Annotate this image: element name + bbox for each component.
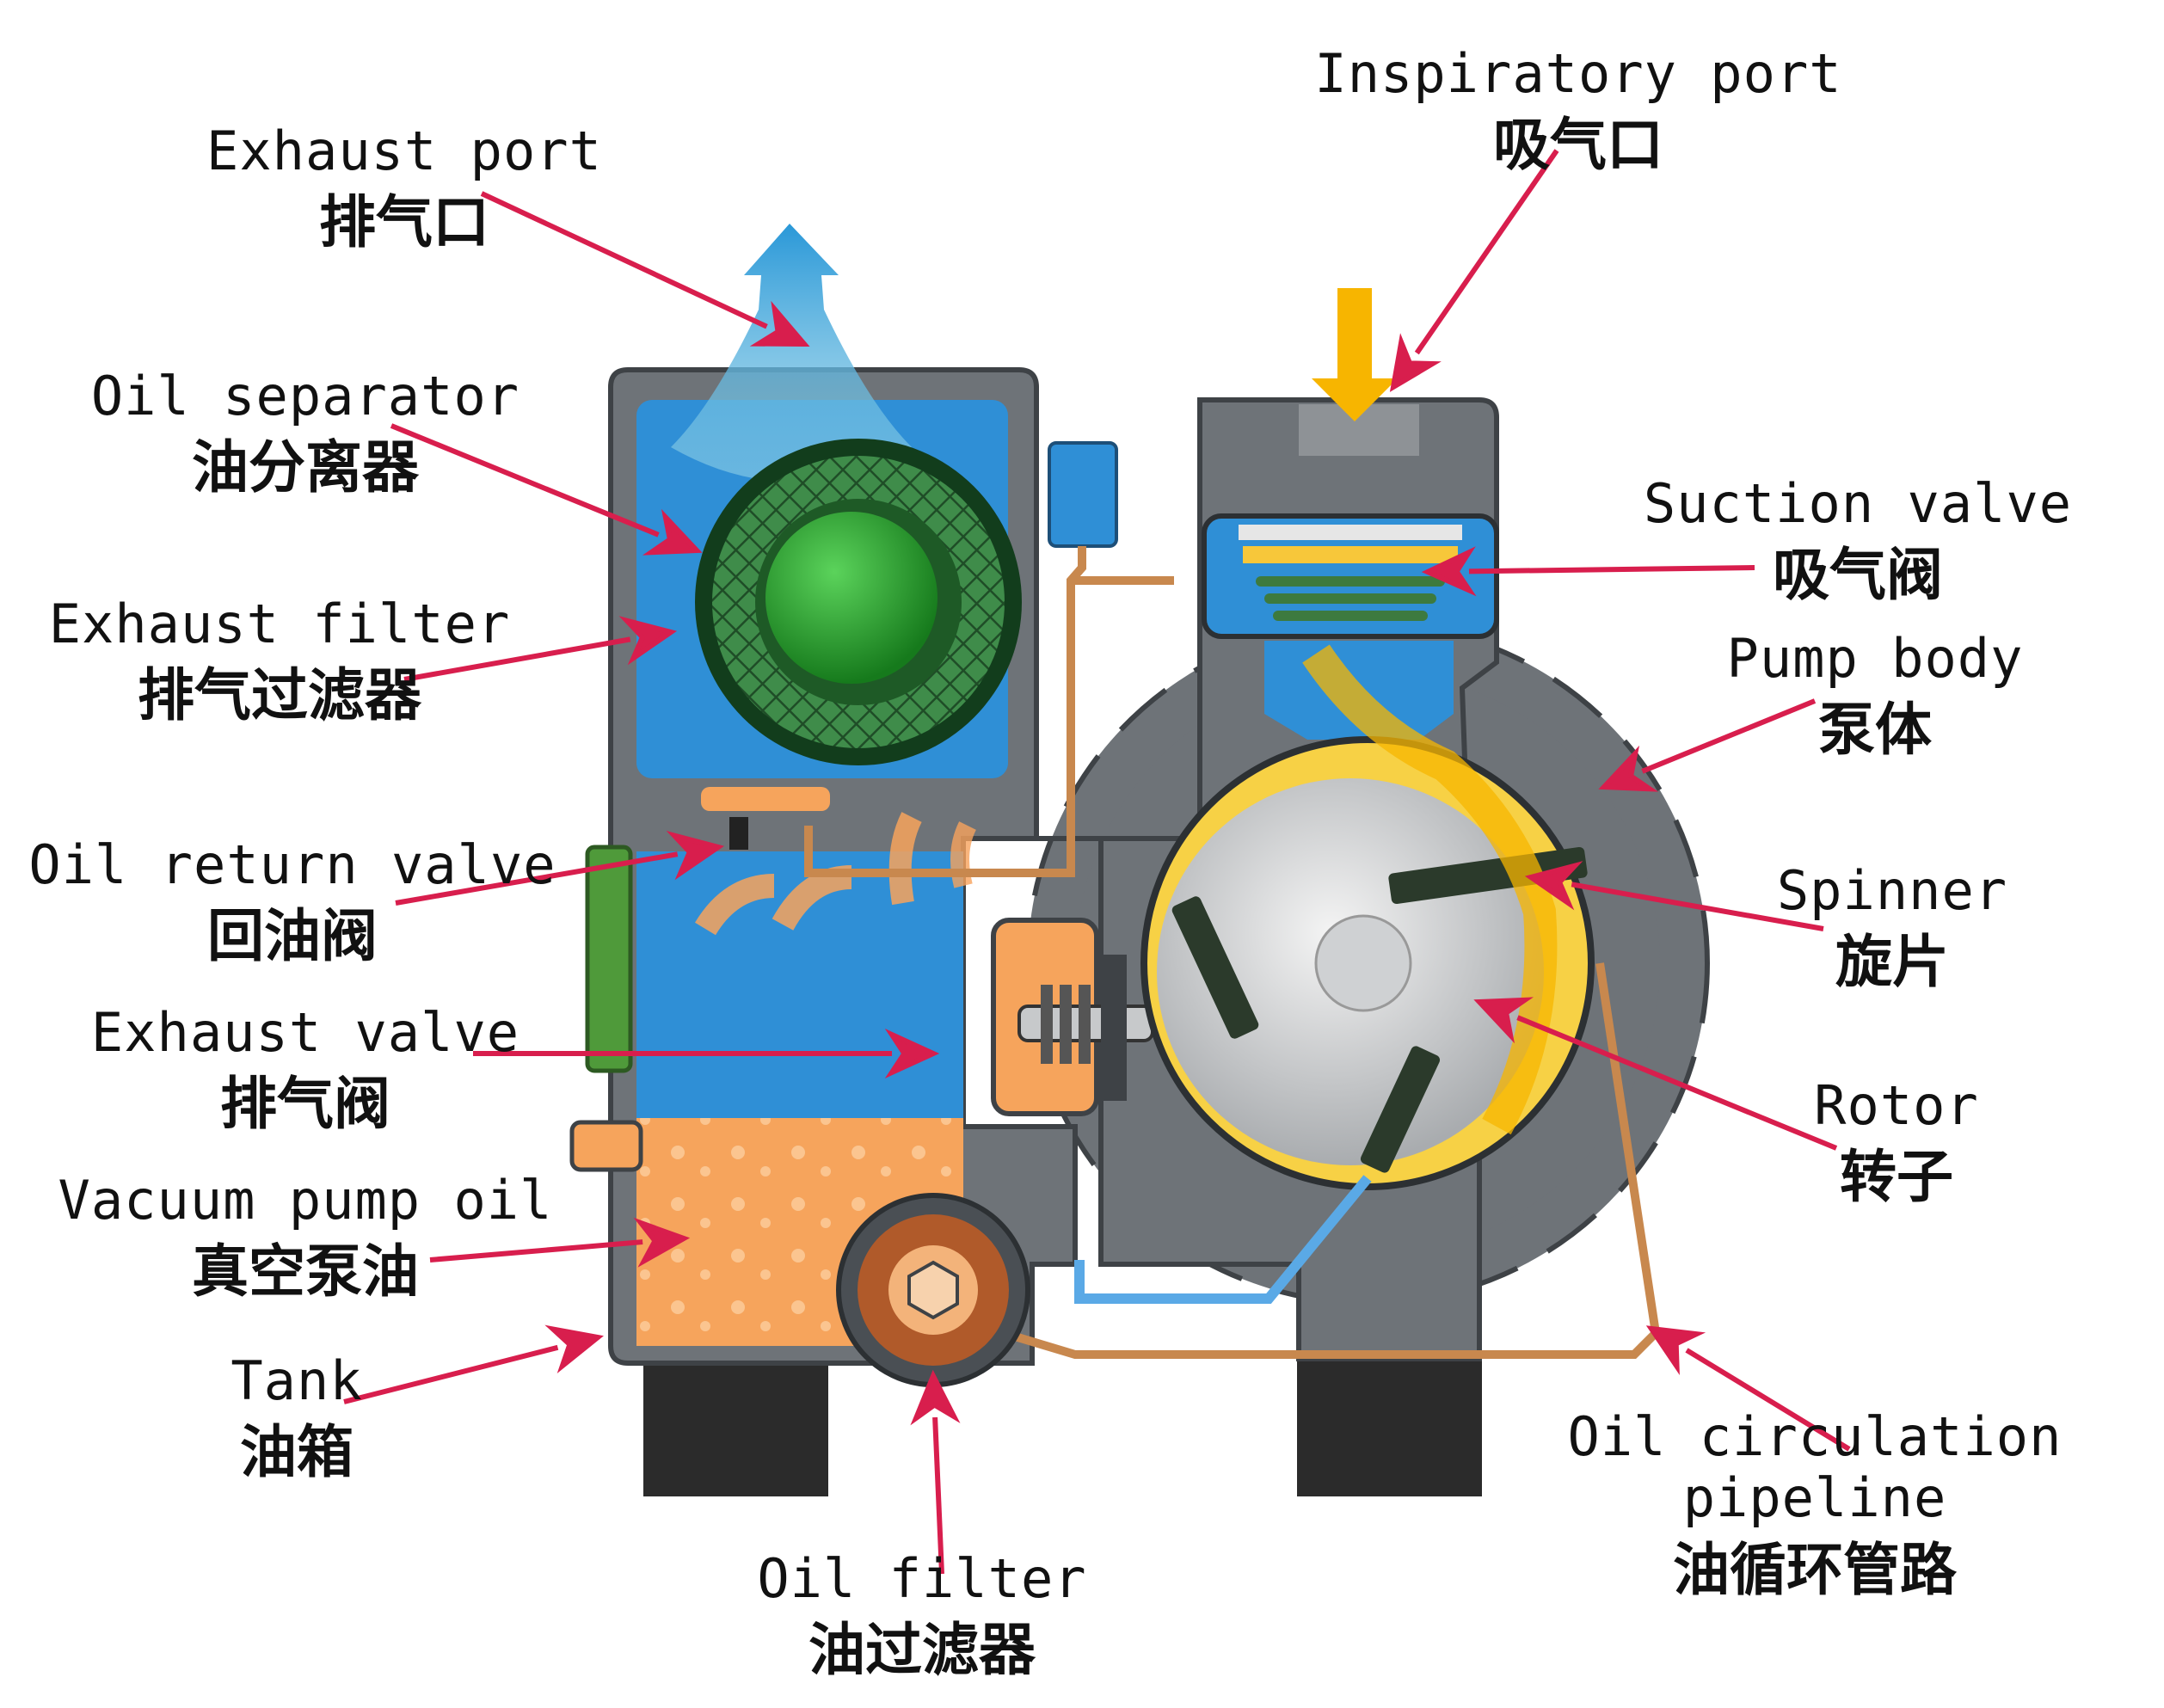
callout-arrowhead-exhaust-port [749,300,810,347]
label-pump-body-en: Pump body [1726,627,2024,690]
oil-level-tab [569,1120,643,1172]
oil-separator-core [765,512,938,684]
callout-arrowhead-spinner [1524,861,1583,911]
callout-arrowhead-oil-filter [910,1369,961,1426]
right-foot [1297,1359,1482,1496]
oil-reservoir [1048,441,1118,548]
label-oil-filter-en: Oil filter [757,1547,1087,1610]
label-oil-separator: Oil separator 油分离器 [0,366,649,501]
callout-line-oil-circulation-pipeline [1685,1348,1851,1452]
label-rotor-en: Rotor [1814,1074,1979,1137]
callout-arrowhead-oil-separator [642,508,703,556]
label-exhaust-filter-en: Exhaust filter [48,593,511,655]
label-oil-filter: Oil filter 油过滤器 [578,1548,1266,1683]
callout-arrowhead-suction-valve [1421,546,1477,597]
label-oil-return-valve-en: Oil return valve [28,833,556,896]
label-spinner: Spinner 旋片 [1548,860,2164,995]
callout-line-rotor [1516,1015,1838,1151]
inlet-air-arrow [1312,288,1398,421]
label-spinner-en: Spinner [1776,859,2008,922]
vane-bottom [1360,1046,1441,1173]
callout-line-oil-separator [390,423,660,538]
label-exhaust-filter: Exhaust filter 排气过滤器 [0,593,624,728]
vane-left [1171,896,1259,1039]
callout-arrowhead-inspiratory-port [1389,333,1442,392]
label-oil-circulation-pipeline: Oil circulation pipeline 油循环管路 [1471,1406,2159,1602]
callout-line-vacuum-pump-oil [429,1239,643,1263]
label-exhaust-valve-zh: 排气阀 [220,1071,390,1138]
left-foot [643,1359,828,1496]
oil-circulation-pipe [944,962,1661,1359]
label-oil-circulation-pipeline-en: Oil circulation pipeline [1567,1405,2063,1530]
label-pump-body-zh: 泵体 [1818,697,1932,764]
label-oil-return-valve-zh: 回油阀 [207,903,378,970]
label-oil-return-valve: Oil return valve 回油阀 [0,834,636,969]
label-exhaust-port-zh: 排气口 [319,189,489,256]
oil-return-valve [729,817,748,850]
label-inspiratory-port-en: Inspiratory port [1314,42,1842,105]
callout-arrowhead-exhaust-filter [618,616,678,666]
label-inspiratory-port: Inspiratory port 吸气口 [1234,43,1922,178]
label-inspiratory-port-zh: 吸气口 [1493,112,1663,179]
label-rotor-zh: 转子 [1840,1144,1953,1211]
label-oil-separator-en: Oil separator [90,365,520,427]
suction-valve [1243,546,1458,563]
blue-oil-pipe [1074,1175,1372,1304]
label-suction-valve: Suction valve 吸气阀 [1514,473,2164,608]
label-vacuum-pump-oil-en: Vacuum pump oil [58,1169,553,1232]
callout-arrowhead-oil-return-valve [666,830,725,881]
callout-line-suction-valve [1468,565,1755,574]
label-oil-filter-zh: 油过滤器 [808,1617,1036,1684]
callout-line-oil-filter [932,1416,944,1575]
label-suction-valve-zh: 吸气阀 [1773,542,1943,609]
label-suction-valve-en: Suction valve [1643,472,2073,535]
callout-line-oil-return-valve [395,851,679,906]
label-oil-separator-zh: 油分离器 [192,434,419,501]
callout-line-tank [343,1344,559,1404]
suction-valve-spring [1256,576,1445,621]
label-tank-zh: 油箱 [240,1419,353,1486]
rotor-shaft [1314,914,1412,1012]
callout-line-spinner [1571,882,1824,931]
label-exhaust-valve: Exhaust valve 排气阀 [0,1002,649,1137]
label-pump-body: Pump body 泵体 [1531,628,2164,763]
label-oil-circulation-pipeline-zh: 油循环管路 [1673,1536,1957,1603]
exhaust-plume [671,224,912,482]
label-tank-en: Tank [231,1349,363,1412]
label-exhaust-port: Exhaust port 排气口 [60,120,748,255]
callout-line-exhaust-port [480,191,768,329]
label-exhaust-port-en: Exhaust port [206,120,602,182]
label-exhaust-valve-en: Exhaust valve [90,1001,520,1064]
label-exhaust-filter-zh: 排气过滤器 [138,662,421,729]
callout-arrowhead-rotor [1473,997,1534,1044]
label-vacuum-pump-oil: Vacuum pump oil 真空泵油 [0,1170,649,1305]
label-spinner-zh: 旋片 [1835,929,1949,996]
label-vacuum-pump-oil-zh: 真空泵油 [192,1238,419,1306]
label-rotor: Rotor 转子 [1552,1075,2164,1210]
callout-line-exhaust-filter [403,636,631,682]
label-tank: Tank 油箱 [0,1350,641,1485]
callout-arrowhead-tank [544,1324,604,1374]
callout-line-pump-body [1641,698,1817,774]
callout-arrowhead-vacuum-pump-oil [633,1217,691,1268]
sight-glass [585,845,633,1073]
callout-arrowhead-oil-circulation-pipeline [1645,1325,1706,1376]
callout-arrowhead-pump-body [1598,745,1659,792]
callout-arrowhead-exhaust-valve [884,1028,940,1079]
callout-line-inspiratory-port [1414,149,1559,355]
